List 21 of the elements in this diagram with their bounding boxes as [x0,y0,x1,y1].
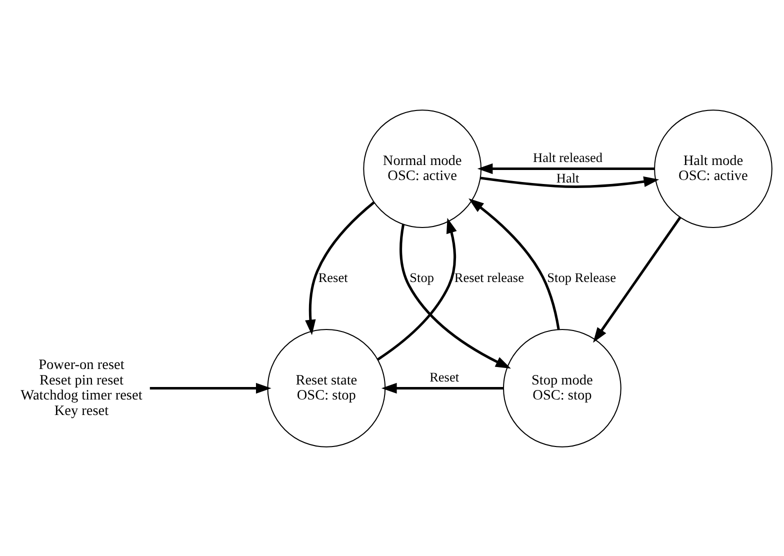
edge-label: Halt [556,170,579,185]
arrow [376,217,456,360]
node-text: Power-on reset Reset pin reset Watchdog timer reset Key reset [20,356,142,418]
arrow [149,382,271,394]
arrow [304,200,374,335]
node-circle: Stop mode OSC: stop [502,328,621,447]
arrow [476,162,654,174]
arrow [480,176,659,188]
edge-label: Stop [409,269,434,284]
edge-label: Reset [429,368,459,384]
node-circle: Normal mode OSC: active [362,109,482,228]
node-circle: Reset state OSC: stop [266,328,386,447]
edge-label: Stop Release [546,269,616,284]
edge-label: Halt released [532,150,602,165]
arrow [399,224,510,368]
arrow [380,382,503,394]
arrow [592,216,681,342]
edge-label: Reset [318,269,348,284]
node-circle: Halt mode OSC: active [654,109,772,228]
edge-label: Reset release [454,269,524,284]
arrow [468,198,560,330]
